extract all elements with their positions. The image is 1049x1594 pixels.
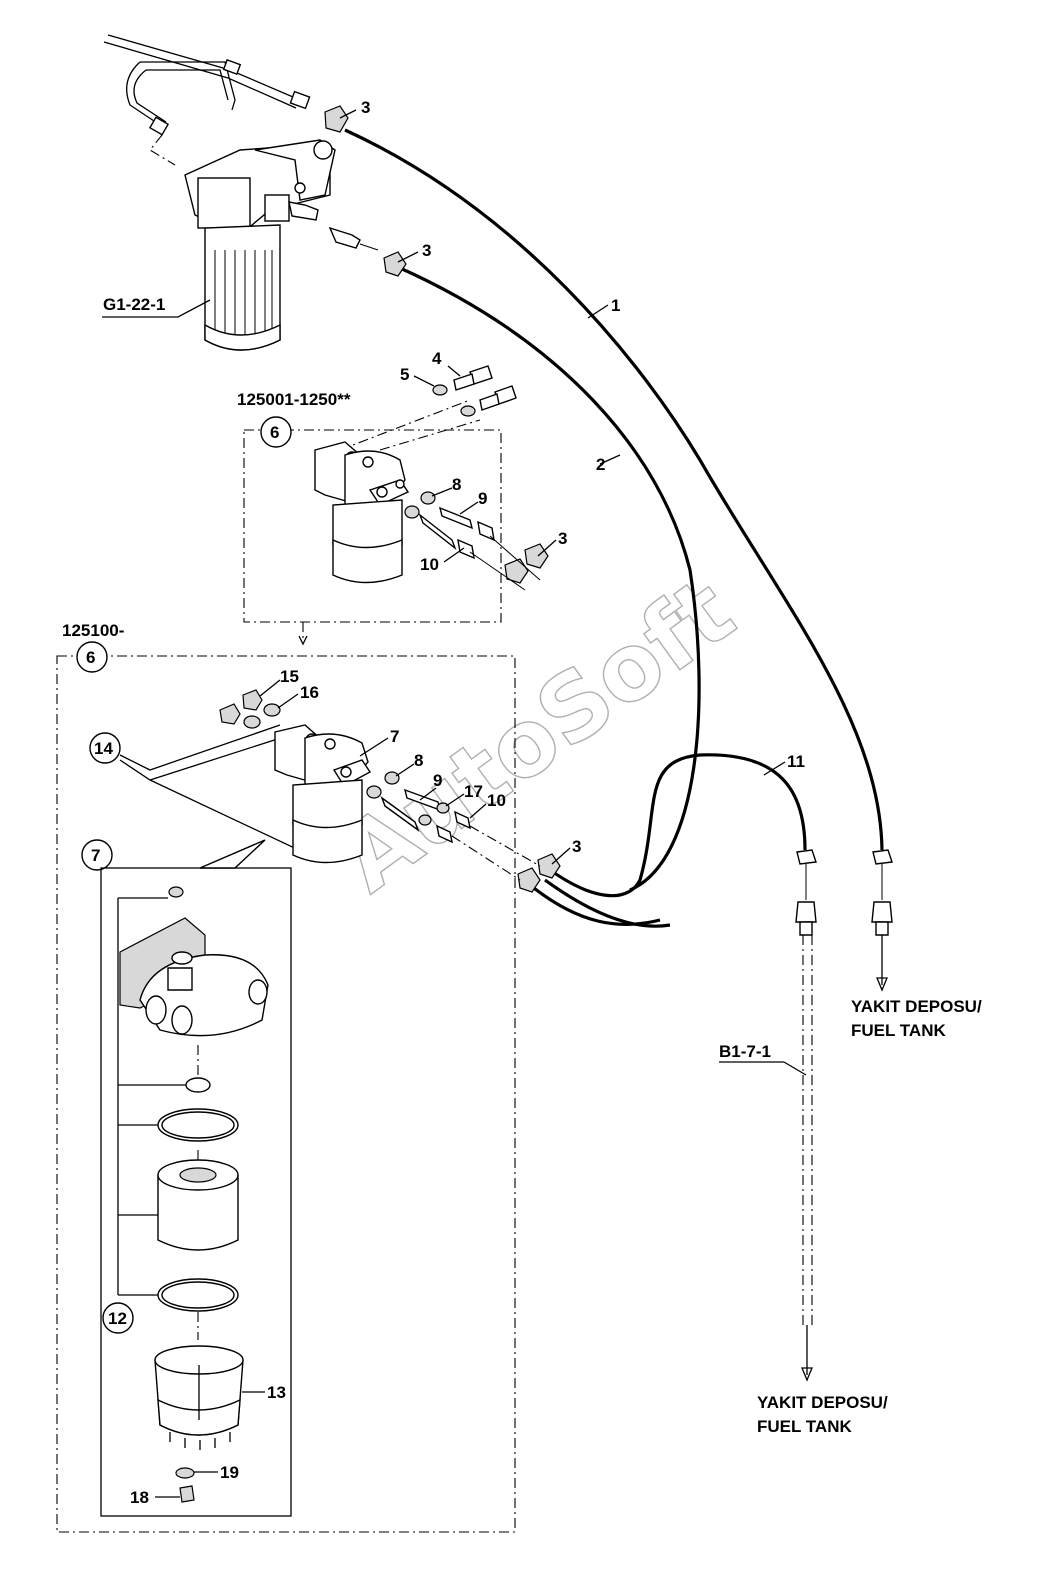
callout-14: 14	[94, 739, 113, 758]
hose-fitting-middle	[383, 251, 419, 277]
callout-3-middle: 3	[422, 241, 431, 260]
callout-1: 1	[611, 296, 620, 315]
ref-g1-22-1: G1-22-1	[103, 295, 165, 314]
filter-element	[157, 1159, 239, 1251]
filter-bowl	[154, 1345, 244, 1450]
ref-b1-7-1: B1-7-1	[719, 1042, 771, 1061]
old-filter-box	[243, 429, 502, 623]
primary-fuel-filter: G1-22-1	[102, 139, 379, 351]
tank-fitting-left	[795, 849, 817, 1325]
bolt-4	[453, 365, 517, 411]
callout-16: 16	[300, 683, 319, 702]
watermark: AutoSoft	[320, 557, 753, 912]
filter-head	[119, 917, 269, 1037]
callout-18: 18	[130, 1488, 149, 1507]
callout-13: 13	[267, 1383, 286, 1402]
callout-7-new: 7	[390, 727, 399, 746]
callout-7-detail: 7	[91, 846, 100, 865]
callout-3-top: 3	[361, 98, 370, 117]
fittings-new	[366, 771, 561, 893]
fuel-tank-right-line1: YAKIT DEPOSU/	[851, 997, 982, 1016]
callout-12: 12	[108, 1309, 127, 1328]
callout-9-new: 9	[433, 771, 442, 790]
hose-fitting-top	[324, 105, 357, 133]
callout-9-old: 9	[478, 489, 487, 508]
callout-11: 11	[787, 752, 805, 771]
callout-6-old: 6	[270, 423, 279, 442]
callout-5: 5	[400, 365, 409, 384]
drain-washer	[175, 1467, 195, 1479]
callout-3-old: 3	[558, 529, 567, 548]
secondary-fuel-filter-new	[274, 724, 372, 864]
fuel-hoses	[344, 128, 884, 928]
serial-range-old: 125001-1250**	[237, 390, 351, 409]
callout-15: 15	[280, 667, 299, 686]
callout-8-new: 8	[414, 751, 423, 770]
callout-10-old: 10	[420, 555, 439, 574]
callout-2: 2	[596, 455, 605, 474]
fuel-tank-right-line2: FUEL TANK	[851, 1021, 946, 1040]
callout-6-new: 6	[86, 648, 95, 667]
fittings-old	[404, 491, 549, 591]
drain-plug	[179, 1485, 195, 1503]
plugs-15-16	[219, 689, 281, 729]
callout-10-new: 10	[487, 791, 506, 810]
callout-3-new: 3	[572, 837, 581, 856]
secondary-fuel-filter-old	[314, 441, 410, 584]
callout-19: 19	[220, 1463, 239, 1482]
tank-fitting-right	[871, 849, 893, 992]
new-filter-box	[56, 655, 516, 1533]
callout-4: 4	[432, 349, 442, 368]
callout-8-old: 8	[452, 475, 461, 494]
fuel-tank-bottom-line2: FUEL TANK	[757, 1417, 852, 1436]
detail-7-box	[100, 867, 292, 1517]
callout-17: 17	[464, 782, 483, 801]
serial-range-new: 125100-	[62, 621, 124, 640]
engine-fuel-pipes	[103, 34, 311, 166]
fuel-tank-bottom-line1: YAKIT DEPOSU/	[757, 1393, 888, 1412]
